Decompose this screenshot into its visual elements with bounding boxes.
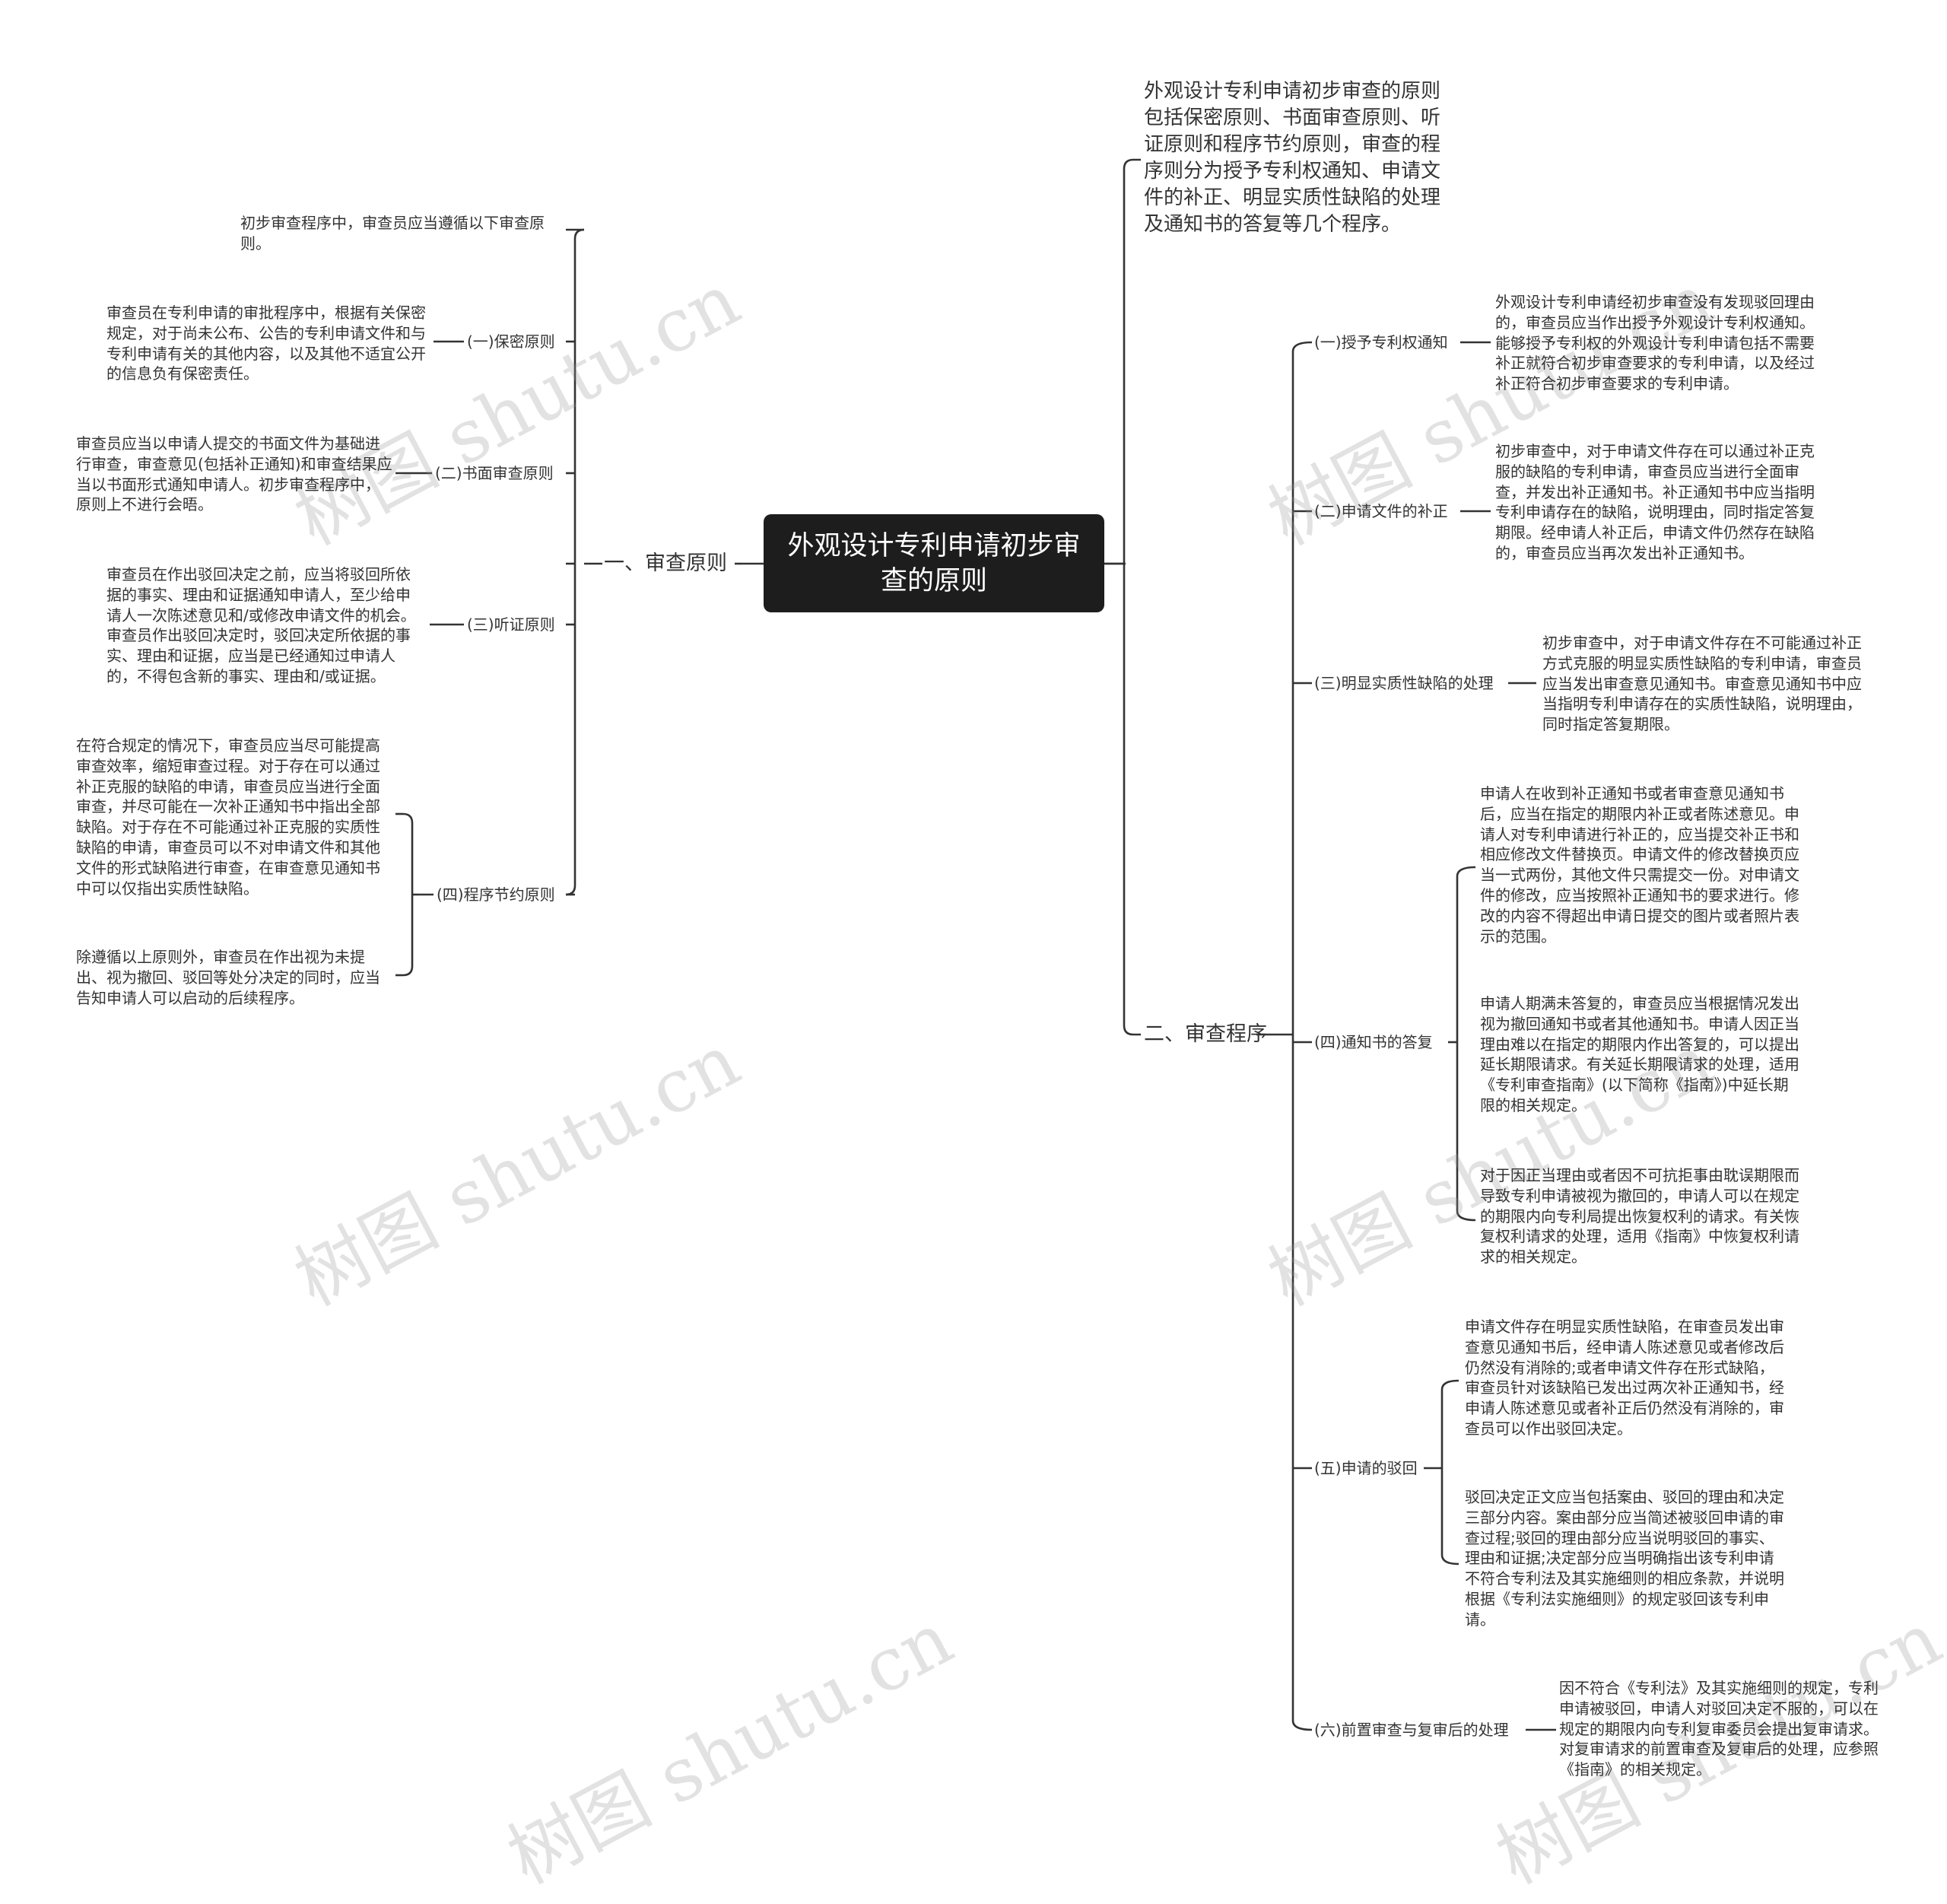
leaf-grant-notice: 外观设计专利申请经初步审查没有发现驳回理由的，审查员应当作出授予外观设计专利权通… xyxy=(1495,293,1815,393)
node-economy[interactable]: (四)程序节约原则 xyxy=(437,885,555,904)
leaf-reexamination: 因不符合《专利法》及其实施细则的规定，专利申请被驳回，申请人对驳回决定不服的，可… xyxy=(1559,1679,1879,1779)
leaf-written-review: 审查员应当以申请人提交的书面文件为基础进行审查，审查意见(包括补正通知)和审查结… xyxy=(76,434,392,514)
leaf-rejection-2: 驳回决定正文应当包括案由、驳回的理由和决定三部分内容。案由部分应当简述被驳回申请… xyxy=(1465,1488,1784,1629)
leaf-notice-reply-2: 申请人期满未答复的，审查员应当根据情况发出视为撤回通知书或者其他通知书。申请人因… xyxy=(1480,994,1799,1114)
leaf-substantive-defect: 初步审查中，对于申请文件存在不可能通过补正方式克服的明显实质性缺陷的专利申请，审… xyxy=(1542,634,1862,734)
leaf-economy-1: 在符合规定的情况下，审查员应当尽可能提高审查效率，缩短审查过程。对于存在可以通过… xyxy=(76,736,380,898)
node-notice-reply[interactable]: (四)通知书的答复 xyxy=(1314,1033,1433,1051)
leaf-notice-reply-3: 对于因正当理由或者因不可抗拒事由耽误期限而导致专利申请被视为撤回的，申请人可以在… xyxy=(1480,1166,1799,1267)
branch-review-procedure[interactable]: 二、审查程序 xyxy=(1144,1022,1267,1046)
branch-review-principles[interactable]: 一、审查原则 xyxy=(604,551,727,575)
leaf-confidentiality: 审查员在专利申请的审批程序中，根据有关保密规定，对于尚未公布、公告的专利申请文件… xyxy=(106,304,426,383)
node-grant-notice[interactable]: (一)授予专利权通知 xyxy=(1314,333,1448,351)
node-written-review[interactable]: (二)书面审查原则 xyxy=(435,464,554,482)
leaf-hearing: 审查员在作出驳回决定之前，应当将驳回所依据的事实、理由和证据通知申请人，至少给申… xyxy=(106,565,416,685)
leaf-notice-reply-1: 申请人在收到补正通知书或者审查意见通知书后，应当在指定的期限内补正或者陈述意见。… xyxy=(1480,784,1799,946)
node-reexamination[interactable]: (六)前置审查与复审后的处理 xyxy=(1314,1721,1509,1739)
node-correction[interactable]: (二)申请文件的补正 xyxy=(1314,502,1448,520)
connector-lines xyxy=(395,158,1556,1731)
leaf-rejection-1: 申请文件存在明显实质性缺陷，在审查员发出审查意见通知书后，经申请人陈述意见或者修… xyxy=(1465,1318,1784,1438)
node-confidentiality[interactable]: (一)保密原则 xyxy=(467,332,555,351)
node-hearing[interactable]: (三)听证原则 xyxy=(467,615,555,634)
root-node[interactable]: 外观设计专利申请初步审查的原则 xyxy=(764,514,1104,612)
root-title: 外观设计专利申请初步审查的原则 xyxy=(787,530,1081,596)
node-rejection[interactable]: (五)申请的驳回 xyxy=(1314,1459,1418,1477)
leaf-economy-2: 除遵循以上原则外，审查员在作出视为未提出、视为撤回、驳回等处分决定的同时，应当告… xyxy=(76,948,380,1007)
node-substantive-defect[interactable]: (三)明显实质性缺陷的处理 xyxy=(1314,674,1494,692)
leaf-left-lead: 初步审查程序中，审查员应当遵循以下审查原则。 xyxy=(240,214,545,253)
intro-text: 外观设计专利申请初步审查的原则包括保密原则、书面审查原则、听证原则和程序节约原则… xyxy=(1144,80,1441,236)
leaf-correction: 初步审查中，对于申请文件存在可以通过补正克服的缺陷的专利申请，审查员应当进行全面… xyxy=(1495,442,1815,562)
